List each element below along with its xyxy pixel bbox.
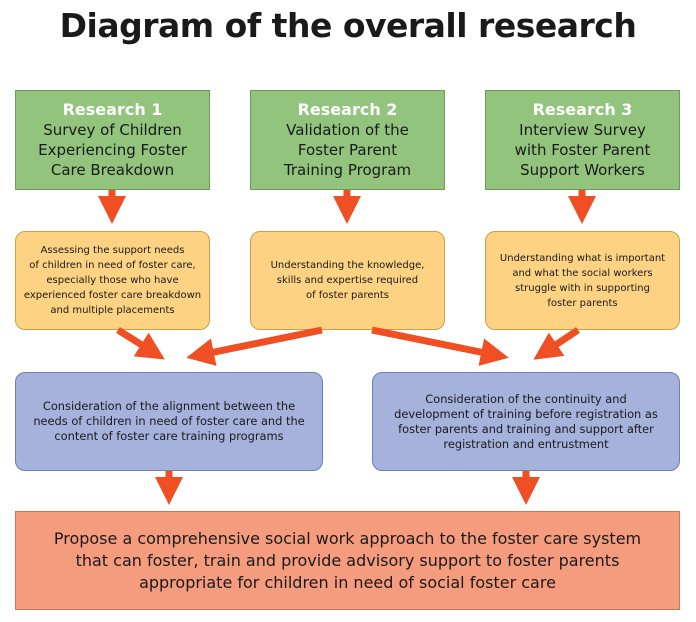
research-2-heading: Research 2 bbox=[297, 100, 398, 119]
arrow-goal3-to-consideration2 bbox=[533, 327, 580, 360]
research-1-box: Research 1 Survey of Children Experienci… bbox=[15, 90, 210, 190]
research-2-description: Validation of the Foster Parent Training… bbox=[283, 121, 412, 179]
arrow-goal1-to-consideration1 bbox=[116, 327, 165, 360]
research-3-description: Interview Survey with Foster Parent Supp… bbox=[514, 121, 651, 179]
research-3-box: Research 3 Interview Survey with Foster … bbox=[485, 90, 680, 190]
research-3-heading: Research 3 bbox=[532, 100, 633, 119]
consideration-1-box: Consideration of the alignment between t… bbox=[15, 372, 323, 471]
research-1-description: Survey of Children Experiencing Foster C… bbox=[38, 121, 187, 179]
research-2-box: Research 2 Validation of the Foster Pare… bbox=[250, 90, 445, 190]
research-1-heading: Research 1 bbox=[62, 100, 163, 119]
goal-3-box: Understanding what is important and what… bbox=[485, 231, 680, 330]
proposal-box: Propose a comprehensive social work appr… bbox=[15, 511, 680, 610]
arrow-goal2-to-consideration2 bbox=[371, 326, 509, 366]
consideration-2-box: Consideration of the continuity and deve… bbox=[372, 372, 680, 471]
arrow-goal2-to-consideration1 bbox=[186, 326, 323, 366]
diagram-title: Diagram of the overall research bbox=[59, 6, 637, 45]
goal-2-box: Understanding the knowledge, skills and … bbox=[250, 231, 445, 330]
goal-1-box: Assessing the support needs of children … bbox=[15, 231, 210, 330]
